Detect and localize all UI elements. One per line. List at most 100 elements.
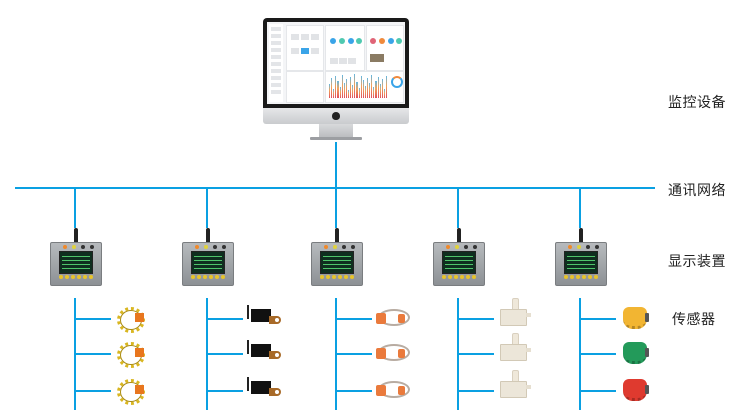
status-leds [195,245,226,249]
led-icon [63,245,67,249]
dashboard-bar [341,75,343,98]
display-terminal-body [311,242,363,286]
display-terminal-body [433,242,485,286]
key-button [209,275,213,279]
terminal-screen [320,251,354,274]
humidity-sensor[interactable] [498,333,532,361]
sensor-label [645,313,649,322]
ring-clamp-temperature-sensor[interactable] [376,377,410,403]
wireless-coil-temperature-sensor[interactable] [115,305,149,333]
dashboard-bar [347,90,350,98]
layer-label-monitor: 监控设备 [668,95,726,111]
sensor-module [376,385,386,396]
terminal-keypad [442,275,476,279]
sensor-branch-line [580,353,616,355]
display-terminal[interactable] [182,228,234,286]
wireless-coil-temperature-sensor[interactable] [115,340,149,368]
display-terminal[interactable] [433,228,485,286]
sensor-module [135,385,144,394]
humidity-sensor[interactable] [498,370,532,398]
sensor-branch-line [458,353,494,355]
display-terminal[interactable] [50,228,102,286]
sensor-module [251,344,271,357]
terminal-keypad [320,275,354,279]
busbar-lug-temperature-sensor[interactable] [247,305,281,331]
led-icon [446,245,450,249]
display-terminal[interactable] [555,228,607,286]
ring-clamp-temperature-sensor[interactable] [376,340,410,366]
terminal-screen [191,251,225,274]
key-button [338,275,342,279]
layer-label-network: 通讯网络 [668,183,726,199]
network-drop-line [74,188,76,228]
network-drop-line [579,188,581,228]
key-button [466,275,470,279]
led-icon [586,245,590,249]
status-leds [324,245,355,249]
layer-label-sensor: 传感器 [672,312,716,328]
terminal-keypad [564,275,598,279]
sensor-branch-line [75,353,111,355]
sensor-branch-line [458,390,494,392]
dashboard-bar [350,77,352,98]
sensor-branch-line [207,390,243,392]
network-drop-line [457,188,459,228]
monitor-uplink-line [335,142,337,188]
dashboard-bar [358,88,360,98]
monitor-stand [319,124,353,138]
sensor-buckle [398,349,405,358]
status-leds [446,245,477,249]
layer-label-display: 显示装置 [668,254,726,270]
dashboard-bar [381,79,383,98]
key-button [582,275,586,279]
dashboard-bar [385,76,388,98]
antenna-icon [457,228,461,244]
led-icon [195,245,199,249]
sensor-buckle [398,386,405,395]
antenna-icon [247,377,249,391]
sensor-module [135,348,144,357]
dashboard-bar [337,81,339,98]
key-button [344,275,348,279]
display-terminal[interactable] [311,228,363,286]
clip-on-temperature-sensor[interactable] [620,305,654,331]
clip-on-temperature-sensor[interactable] [620,340,654,366]
led-icon [204,245,208,249]
key-button [215,275,219,279]
sensor-buckle [398,314,405,323]
dashboard-bar [352,85,354,98]
led-icon [577,245,581,249]
key-button [594,275,598,279]
sensor-branch-line [580,318,616,320]
terminal-screen [564,251,598,274]
sensor-branch-line [458,318,494,320]
busbar-lug-temperature-sensor[interactable] [247,340,281,366]
busbar-lug-temperature-sensor[interactable] [247,377,281,403]
led-icon [324,245,328,249]
ring-clamp-temperature-sensor[interactable] [376,305,410,331]
apple-logo-icon [332,112,340,120]
display-terminal-body [555,242,607,286]
clip-on-temperature-sensor[interactable] [620,377,654,403]
monitor-base [310,137,362,140]
sensor-label [645,348,649,357]
antenna-icon [206,228,210,244]
dashboard-bar [362,80,364,98]
clamp-sensor-body [623,307,647,329]
cable-gland [526,348,531,352]
key-button [448,275,452,279]
key-button [221,275,225,279]
key-button [83,275,87,279]
dashboard-bar [343,83,345,98]
antenna-icon [335,228,339,244]
status-leds [63,245,94,249]
led-icon [222,245,226,249]
dashboard-bar [335,76,337,98]
key-button [320,275,324,279]
key-button [442,275,446,279]
humidity-sensor[interactable] [498,298,532,326]
cable-gland [526,313,531,317]
key-button [191,275,195,279]
dashboard-sidebar [269,24,283,102]
wireless-coil-temperature-sensor[interactable] [115,377,149,405]
